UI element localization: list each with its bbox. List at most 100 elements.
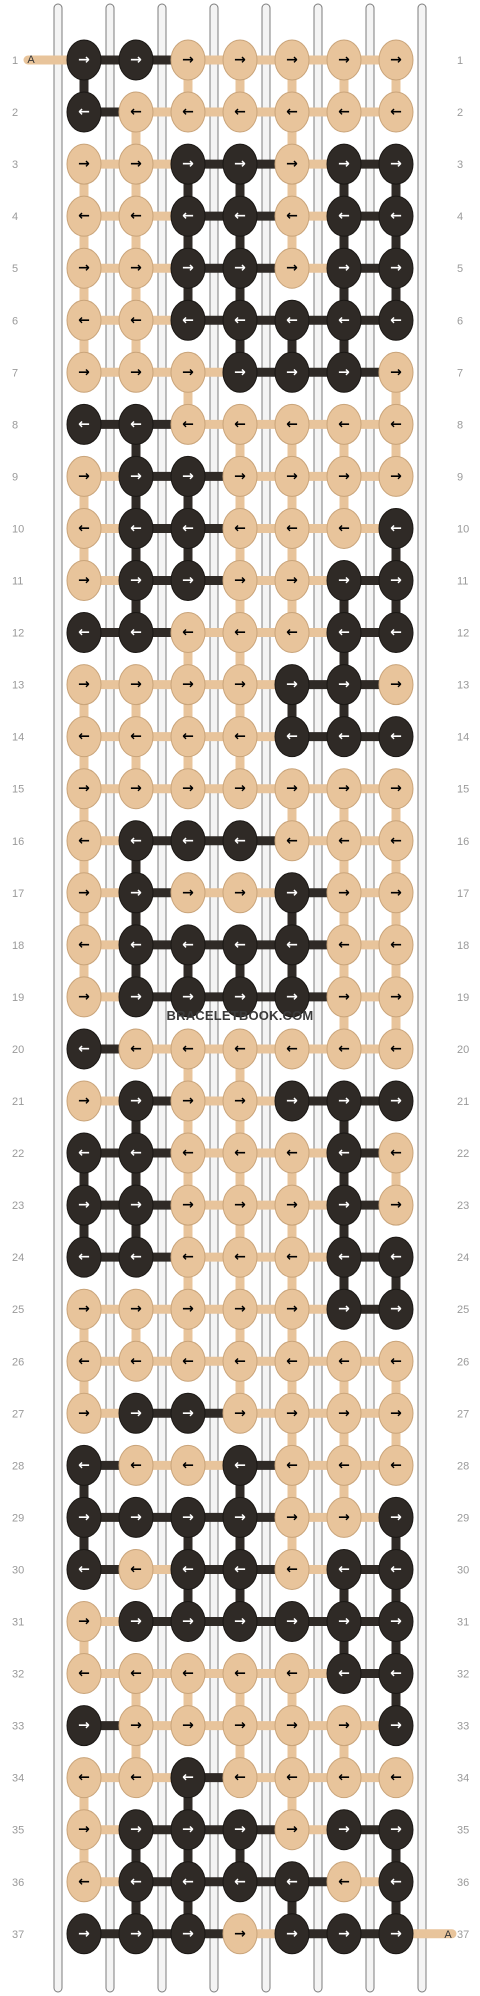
- row-number-left: 16: [12, 836, 24, 848]
- arrow-right-icon: →: [390, 1926, 402, 1942]
- knot-body: [326, 1028, 362, 1070]
- knot: →: [378, 1288, 414, 1330]
- arrow-right-icon: →: [286, 573, 298, 589]
- knot: →: [118, 1601, 154, 1642]
- knot: →: [326, 455, 362, 497]
- knot-body: [170, 299, 206, 341]
- knot-body: [222, 1184, 258, 1226]
- knot-body: [170, 1340, 206, 1382]
- knot-body: [118, 1548, 154, 1590]
- arrow-right-icon: →: [182, 1718, 194, 1734]
- knot: ←: [378, 1653, 414, 1695]
- knot-body: [222, 1236, 258, 1278]
- arrow-left-icon: ←: [234, 416, 246, 432]
- arrow-left-icon: ←: [286, 1666, 298, 1682]
- knot-body: [222, 1913, 258, 1955]
- knot: ←: [274, 1861, 310, 1903]
- knot-body: [326, 351, 362, 393]
- arrow-left-icon: ←: [286, 312, 298, 328]
- knot: →: [222, 768, 258, 810]
- arrow-right-icon: →: [234, 677, 246, 693]
- knot: →: [66, 560, 102, 601]
- knot: ←: [222, 1028, 258, 1070]
- arrow-right-icon: →: [286, 885, 298, 901]
- row-number-right: 30: [457, 1564, 469, 1576]
- knot: ←: [118, 1548, 154, 1590]
- arrow-right-icon: →: [338, 573, 350, 589]
- knot: ←: [326, 820, 362, 862]
- knot-body: [378, 1653, 414, 1695]
- row-number-left: 18: [12, 940, 24, 952]
- knot-body: [378, 1288, 414, 1330]
- knot-body: [66, 1548, 102, 1590]
- knot-body: [222, 664, 258, 706]
- knot: →: [378, 1601, 414, 1642]
- knot-body: [378, 1757, 414, 1799]
- knot: →: [66, 1601, 102, 1642]
- arrow-right-icon: →: [78, 1509, 90, 1525]
- knot-body: [274, 1861, 310, 1903]
- arrow-left-icon: ←: [234, 625, 246, 641]
- knot: ←: [66, 507, 102, 549]
- knot: →: [326, 351, 362, 393]
- knot-body: [118, 768, 154, 810]
- knot: ←: [222, 820, 258, 862]
- knot-body: [326, 1601, 362, 1642]
- knot: ←: [118, 716, 154, 758]
- arrow-left-icon: ←: [78, 1666, 90, 1682]
- knot: →: [378, 560, 414, 601]
- knot-body: [274, 716, 310, 758]
- arrow-left-icon: ←: [130, 208, 142, 224]
- knot-body: [66, 1028, 102, 1070]
- knot-body: [274, 1705, 310, 1747]
- arrow-right-icon: →: [130, 573, 142, 589]
- knot: →: [222, 1080, 258, 1122]
- knot: →: [66, 1496, 102, 1538]
- arrow-left-icon: ←: [78, 1457, 90, 1473]
- knot-body: [326, 1548, 362, 1590]
- arrow-left-icon: ←: [390, 833, 402, 849]
- knot-body: [66, 560, 102, 601]
- arrow-left-icon: ←: [182, 625, 194, 641]
- knot: →: [66, 1705, 102, 1747]
- knot: →: [66, 1392, 102, 1434]
- knot: →: [274, 1184, 310, 1226]
- arrow-right-icon: →: [130, 260, 142, 276]
- knot-body: [274, 403, 310, 445]
- arrow-left-icon: ←: [390, 1145, 402, 1161]
- arrow-right-icon: →: [234, 52, 246, 68]
- arrow-left-icon: ←: [234, 1041, 246, 1057]
- arrow-right-icon: →: [234, 1197, 246, 1213]
- knot: →: [274, 1601, 310, 1642]
- knot: ←: [170, 507, 206, 549]
- knot-body: [118, 1236, 154, 1278]
- knot: →: [170, 1184, 206, 1226]
- knot-body: [66, 247, 102, 289]
- arrow-left-icon: ←: [390, 104, 402, 120]
- knot: ←: [274, 507, 310, 549]
- arrow-left-icon: ←: [286, 833, 298, 849]
- arrow-left-icon: ←: [182, 1561, 194, 1577]
- arrow-left-icon: ←: [78, 1770, 90, 1786]
- knot: ←: [66, 716, 102, 758]
- knot-body: [326, 1184, 362, 1226]
- knot-body: [66, 716, 102, 758]
- row-number-right: 6: [457, 315, 463, 327]
- arrow-right-icon: →: [338, 885, 350, 901]
- knot-body: [378, 1184, 414, 1226]
- arrow-left-icon: ←: [78, 833, 90, 849]
- knot-body: [326, 1496, 362, 1538]
- knot-body: [66, 39, 102, 81]
- knot: ←: [222, 1757, 258, 1799]
- knot: →: [66, 351, 102, 393]
- arrow-left-icon: ←: [182, 1353, 194, 1369]
- knot: →: [378, 1705, 414, 1747]
- knot-body: [378, 1028, 414, 1070]
- arrow-left-icon: ←: [78, 1249, 90, 1265]
- arrow-right-icon: →: [286, 1405, 298, 1421]
- knot-body: [378, 1444, 414, 1486]
- knot-body: [170, 664, 206, 706]
- arrow-right-icon: →: [286, 1093, 298, 1109]
- arrow-left-icon: ←: [286, 1457, 298, 1473]
- row-number-left: 3: [12, 159, 18, 171]
